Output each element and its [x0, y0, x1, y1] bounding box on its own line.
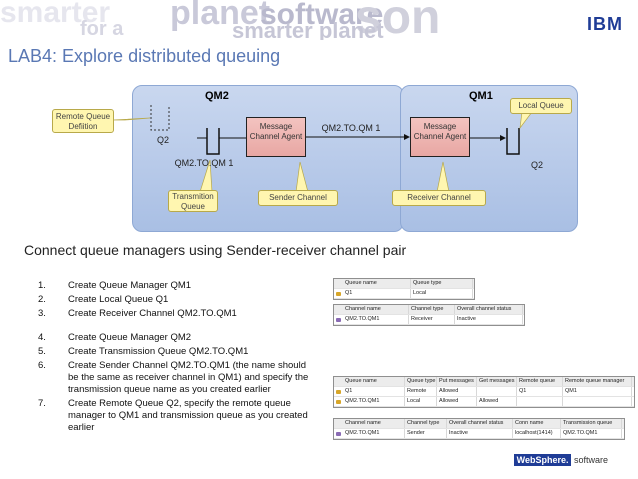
table-header-row: Channel name Channel type Overall channe… [334, 419, 624, 429]
qm2-title: QM2 [205, 90, 229, 102]
table-cell: QM2.TO.QM1 [561, 429, 622, 438]
table-cell: localhost(1414) [513, 429, 561, 438]
queue-icon [334, 389, 343, 394]
banner-word: smarter planet [232, 18, 384, 40]
step-item: 1.Create Queue Manager QM1 [38, 280, 192, 291]
table-cell: Q1 [343, 289, 411, 298]
transmit-queue-callout: Transmition Queue [168, 190, 218, 212]
table-cell [477, 387, 517, 396]
websphere-logo: WebSphere. software [513, 454, 608, 466]
table-cell: Inactive [455, 315, 523, 324]
column-header[interactable]: Remote queue [517, 377, 563, 386]
banner-word: son [355, 0, 441, 40]
banner-word: for a [80, 18, 124, 40]
section-subtitle: Connect queue managers using Sender-rece… [24, 242, 407, 258]
column-header[interactable]: Channel name [343, 419, 405, 428]
column-header[interactable]: Queue type [407, 377, 437, 386]
header-banner: smarter planet software son for a smarte… [0, 0, 638, 40]
qm1-title: QM1 [469, 90, 493, 102]
table-cell: Remote [405, 387, 437, 396]
table-cell: Local [405, 397, 437, 406]
table-cell: Q1 [517, 387, 563, 396]
page-title: LAB4: Explore distributed queuing [8, 46, 281, 66]
local-queue-callout: Local Queue [510, 98, 572, 114]
column-header[interactable]: Channel type [405, 419, 447, 428]
table-header-row: Queue name Queue type [334, 279, 474, 289]
step-item: 6.Create Sender Channel QM2.TO.QM1 (the … [38, 360, 309, 395]
remote-queue-callout: Remote Queue Defiition [52, 109, 114, 133]
channel-name-label: QM2.TO.QM 1 [321, 123, 381, 133]
table-header-row: Queue name Queue type Put messages Get m… [334, 377, 634, 387]
steps-list: 1.Create Queue Manager QM1 2.Create Loca… [38, 280, 318, 436]
table-row[interactable]: QM2.TO.QM1 Local Allowed Allowed [334, 397, 634, 407]
column-header[interactable]: Overall channel status [455, 305, 523, 314]
column-header[interactable]: Queue name [343, 279, 411, 288]
q2-left-label: Q2 [156, 135, 169, 145]
column-header[interactable]: Queue name [343, 377, 405, 386]
queue-icon [334, 399, 343, 404]
receiver-channel-callout: Receiver Channel [392, 190, 486, 206]
qm2-channels-table: Channel name Channel type Overall channe… [333, 418, 625, 440]
mca-right: Message Channel Agent [410, 117, 470, 157]
banner-word: software [260, 0, 384, 31]
table-cell: Q1 [343, 387, 405, 396]
table-cell: Receiver [409, 315, 455, 324]
column-header[interactable]: Conn name [513, 419, 561, 428]
banner-word: smarter [0, 0, 111, 29]
table-cell: Inactive [447, 429, 513, 438]
qm2-queues-table: Queue name Queue type Put messages Get m… [333, 376, 635, 408]
table-cell: Allowed [477, 397, 517, 406]
transmit-queue-label: QM2.TO.QM 1 [174, 158, 234, 168]
channel-icon [334, 317, 343, 322]
column-header[interactable]: Channel name [343, 305, 409, 314]
table-header-row: Channel name Channel type Overall channe… [334, 305, 524, 315]
step-item: 5.Create Transmission Queue QM2.TO.QM1 [38, 346, 249, 357]
q2-right-label: Q2 [530, 160, 543, 170]
table-row[interactable]: Q1 Local [334, 289, 474, 299]
remote-queue-icon [150, 105, 170, 131]
banner-word: planet [170, 0, 271, 32]
column-header[interactable]: Transmission queue [561, 419, 622, 428]
table-cell: Sender [405, 429, 447, 438]
table-cell: QM2.TO.QM1 [343, 397, 405, 406]
step-item: 4.Create Queue Manager QM2 [38, 332, 192, 343]
column-header[interactable]: Put messages [437, 377, 477, 386]
table-cell: Allowed [437, 387, 477, 396]
table-cell [517, 397, 563, 406]
step-item: 7.Create Remote Queue Q2, specify the re… [38, 398, 308, 433]
column-header[interactable]: Get messages [477, 377, 517, 386]
ibm-logo: IBM [584, 14, 626, 35]
table-cell: QM2.TO.QM1 [343, 429, 405, 438]
table-cell: QM1 [563, 387, 632, 396]
channel-arrowhead [404, 134, 410, 140]
column-header[interactable]: Channel type [409, 305, 455, 314]
table-cell [563, 397, 632, 406]
table-cell: Allowed [437, 397, 477, 406]
qm1-channels-table: Channel name Channel type Overall channe… [333, 304, 525, 326]
table-row[interactable]: QM2.TO.QM1 Receiver Inactive [334, 315, 524, 325]
sender-channel-callout: Sender Channel [258, 190, 338, 206]
table-row[interactable]: Q1 Remote Allowed Q1 QM1 [334, 387, 634, 397]
step-item: 3.Create Receiver Channel QM2.TO.QM1 [38, 308, 237, 319]
transmit-queue-icon [206, 128, 220, 155]
local-queue-icon [506, 128, 520, 155]
qm1-queues-table: Queue name Queue type Q1 Local [333, 278, 475, 300]
column-header[interactable]: Queue type [411, 279, 473, 288]
table-cell: Local [411, 289, 473, 298]
queue-icon [334, 291, 343, 296]
channel-icon [334, 431, 343, 436]
column-header[interactable]: Overall channel status [447, 419, 513, 428]
mca-left: Message Channel Agent [246, 117, 306, 157]
table-row[interactable]: QM2.TO.QM1 Sender Inactive localhost(141… [334, 429, 624, 439]
step-item: 2.Create Local Queue Q1 [38, 294, 169, 305]
table-cell: QM2.TO.QM1 [343, 315, 409, 324]
column-header[interactable]: Remote queue manager [563, 377, 632, 386]
